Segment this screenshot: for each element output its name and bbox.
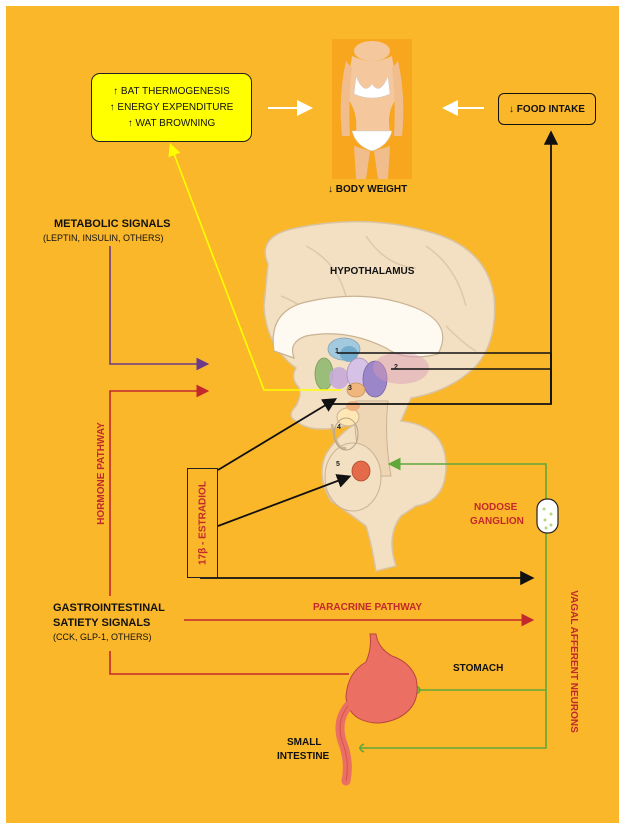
gi-signals-subtitle: (CCK, GLP-1, OTHERS) — [53, 632, 152, 642]
nucleus-5-label: 5 — [336, 461, 340, 468]
small-intestine-line2: INTESTINE — [277, 751, 329, 762]
nodose-ganglion-line2: GANGLION — [470, 516, 524, 527]
food-intake-label: ↓ FOOD INTAKE — [509, 104, 585, 115]
metabolic-signals-subtitle: (LEPTIN, INSULIN, OTHERS) — [43, 233, 164, 243]
diagram-canvas: ↑ BAT THERMOGENESIS ↑ ENERGY EXPENDITURE… — [6, 6, 619, 823]
small-intestine-line1: SMALL — [287, 737, 321, 748]
hormone-pathway-label: HORMONE PATHWAY — [96, 422, 107, 525]
food-intake-box: ↓ FOOD INTAKE — [498, 93, 596, 125]
hypothalamus-label: HYPOTHALAMUS — [330, 266, 414, 277]
energy-effects-box: ↑ BAT THERMOGENESIS ↑ ENERGY EXPENDITURE… — [91, 73, 252, 142]
nucleus-4-label: 4 — [337, 424, 341, 431]
vagal-afferent-label: VAGAL AFFERENT NEURONS — [568, 590, 579, 733]
stomach-label: STOMACH — [453, 663, 503, 674]
paracrine-pathway-label: PARACRINE PATHWAY — [313, 602, 422, 613]
nucleus-3-label: 3 — [348, 385, 352, 392]
body-figure — [332, 39, 412, 179]
stomach-illustration — [340, 634, 417, 781]
effect-energy-expenditure: ↑ ENERGY EXPENDITURE — [110, 100, 234, 116]
gi-signals-line1: GASTROINTESTINAL — [53, 602, 165, 614]
nucleus-2-label: 2 — [394, 364, 398, 371]
effect-wat-browning: ↑ WAT BROWNING — [128, 116, 216, 132]
estradiol-box: 17β - ESTRADIOL — [187, 468, 218, 578]
effect-bat-thermogenesis: ↑ BAT THERMOGENESIS — [113, 84, 230, 100]
metabolic-signals-title: METABOLIC SIGNALS — [54, 218, 171, 230]
nucleus-1-label: 1 — [335, 348, 339, 355]
body-weight-label: ↓ BODY WEIGHT — [328, 184, 407, 195]
nodose-ganglion-line1: NODOSE — [474, 502, 517, 513]
estradiol-label: 17β - ESTRADIOL — [197, 481, 208, 565]
gi-signals-line2: SATIETY SIGNALS — [53, 617, 150, 629]
